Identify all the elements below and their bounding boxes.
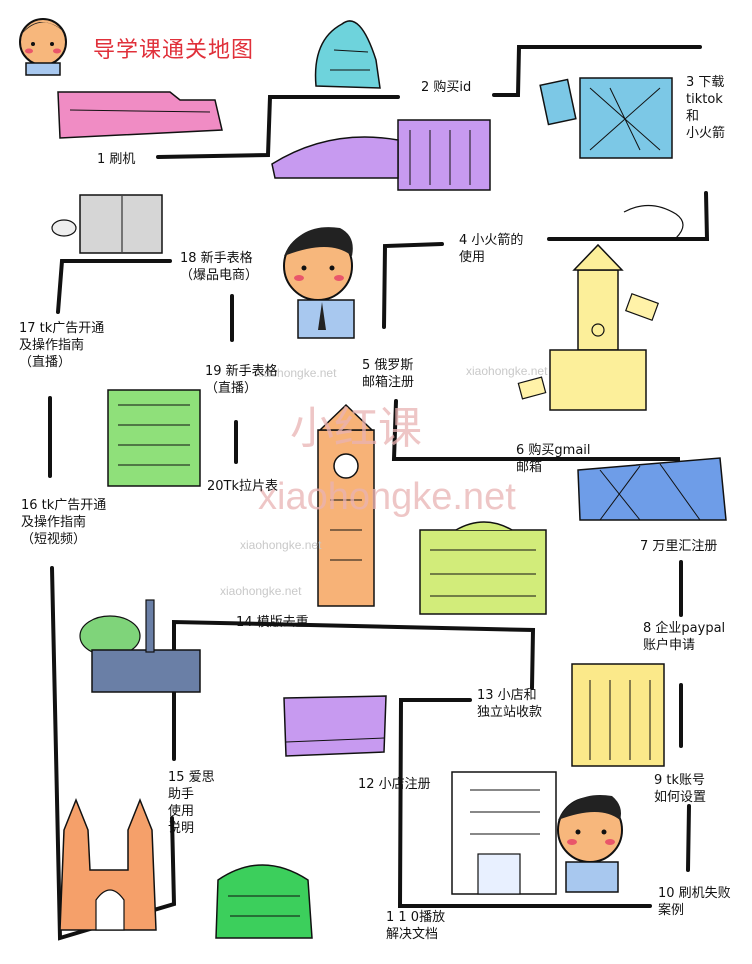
purple-warehouse-illustration [283,695,387,757]
watermark-small: xiaohongke.net [466,364,548,378]
avatar-bottom-illustration [557,795,623,893]
green-building-left-illustration [107,389,201,487]
step-label-15[interactable]: 15 爱思助手使用说明 [168,770,215,836]
watermark-small: xiaohongke.net [255,366,337,380]
watermark-small: xiaohongke.net [240,538,322,552]
pink-car-illustration [57,91,223,139]
yellow-clocktower-illustration [549,243,647,411]
step-label-10[interactable]: 10 刷机失败案例 [658,886,731,918]
orange-clocktower-illustration [317,403,375,607]
sketch-drawing-illustration [51,194,163,254]
avatar-middle-illustration [283,227,355,339]
watermark-chinese: 小红课 [290,404,422,453]
yellow-building-illustration [571,663,665,767]
blue-stadium-illustration [577,457,727,521]
blue-factory-illustration [79,599,201,693]
white-office-illustration [451,771,557,895]
green-hall-illustration [215,864,313,939]
avatar-top-illustration [19,18,67,76]
step-label-2[interactable]: 2 购买id [421,80,472,95]
blue-dome-illustration [314,20,381,89]
paper-letters-illustration [517,204,684,400]
step-label-14[interactable]: 14 模版去重 [236,615,309,630]
step-label-13[interactable]: 13 小店和独立站收款 [477,688,543,720]
purple-building-illustration [271,119,491,191]
step-label-7[interactable]: 7 万里汇注册 [640,539,718,554]
watermark-small: xiaohongke.net [220,584,302,598]
page-title: 导学课通关地图 [93,38,255,63]
step-label-18[interactable]: 18 新手表格（爆品电商） [180,251,259,283]
step-label-9[interactable]: 9 tk账号如何设置 [654,773,707,805]
step-label-19[interactable]: 19 新手表格（直播） [205,364,278,396]
step-label-20[interactable]: 20Tk拉片表 [207,479,279,494]
step-label-11[interactable]: 1 1 0播放解决文档 [386,910,446,942]
step-label-5[interactable]: 5 俄罗斯邮箱注册 [362,358,415,390]
green-palace-illustration [419,521,547,615]
watermark-url: xiaohongke.net [258,476,516,518]
step-label-17[interactable]: 17 tk广告开通及操作指南（直播） [19,321,105,370]
blue-cards-illustration [539,77,673,159]
orange-church-illustration [59,797,157,931]
step-label-12[interactable]: 12 小店注册 [358,777,431,792]
step-label-4[interactable]: 4 小火箭的使用 [459,233,524,265]
step-label-1[interactable]: 1 刷机 [97,152,136,167]
step-label-16[interactable]: 16 tk广告开通及操作指南（短视频） [21,498,107,547]
